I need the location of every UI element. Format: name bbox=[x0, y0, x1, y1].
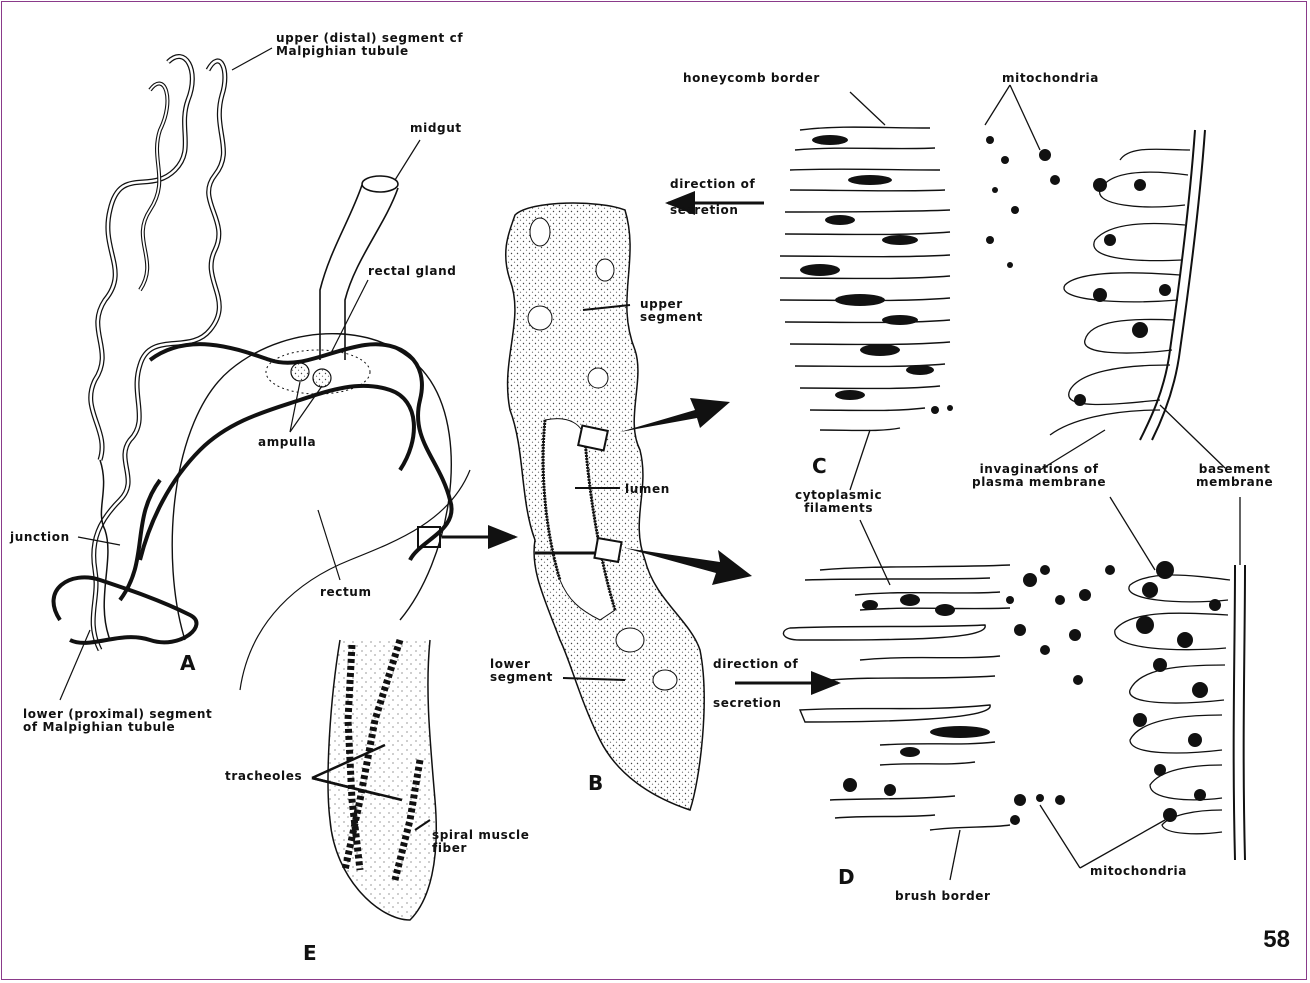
label-brush-border: brush border bbox=[895, 890, 991, 903]
panel-letter-d: D bbox=[838, 866, 855, 888]
label-spiral-muscle-fiber: spiral muscle fiber bbox=[432, 829, 530, 855]
page-number: 58 bbox=[1263, 926, 1290, 954]
label-direction-of-secretion-bottom: direction of secretion bbox=[713, 658, 798, 710]
label-midgut: midgut bbox=[410, 122, 462, 135]
panel-letter-c: C bbox=[812, 455, 827, 477]
panel-letter-a: A bbox=[180, 652, 195, 674]
label-honeycomb-border: honeycomb border bbox=[683, 72, 820, 85]
label-direction-of-secretion-top: direction of secretion bbox=[670, 178, 755, 217]
label-lower-segment: lower segment bbox=[490, 658, 553, 684]
label-rectal-gland: rectal gland bbox=[368, 265, 456, 278]
label-upper-segment: upper segment bbox=[640, 298, 703, 324]
panel-c-drawing bbox=[668, 85, 1225, 490]
label-basement-membrane: basement membrane bbox=[1196, 463, 1273, 489]
label-lumen: lumen bbox=[625, 483, 670, 496]
label-mitochondria-top: mitochondria bbox=[1002, 72, 1099, 85]
label-ampulla: ampulla bbox=[258, 436, 316, 449]
panel-e-drawing bbox=[312, 640, 436, 920]
panel-b-drawing bbox=[506, 203, 752, 810]
label-invaginations-plasma-membrane: invaginations of plasma membrane bbox=[972, 463, 1106, 489]
label-junction: junction bbox=[10, 531, 70, 544]
label-upper-distal-segment: upper (distal) segment cf Malpighian tub… bbox=[276, 32, 463, 58]
panel-letter-e: E bbox=[303, 942, 317, 964]
panel-d-drawing bbox=[735, 497, 1245, 880]
panel-letter-b: B bbox=[588, 772, 603, 794]
label-mitochondria-bottom: mitochondria bbox=[1090, 865, 1187, 878]
label-cytoplasmic-filaments: cytoplasmic filaments bbox=[795, 489, 882, 515]
label-tracheoles: tracheoles bbox=[225, 770, 302, 783]
panel-a-drawing bbox=[54, 48, 515, 700]
label-lower-proximal-segment: lower (proximal) segment of Malpighian t… bbox=[23, 708, 212, 734]
label-rectum: rectum bbox=[320, 586, 372, 599]
